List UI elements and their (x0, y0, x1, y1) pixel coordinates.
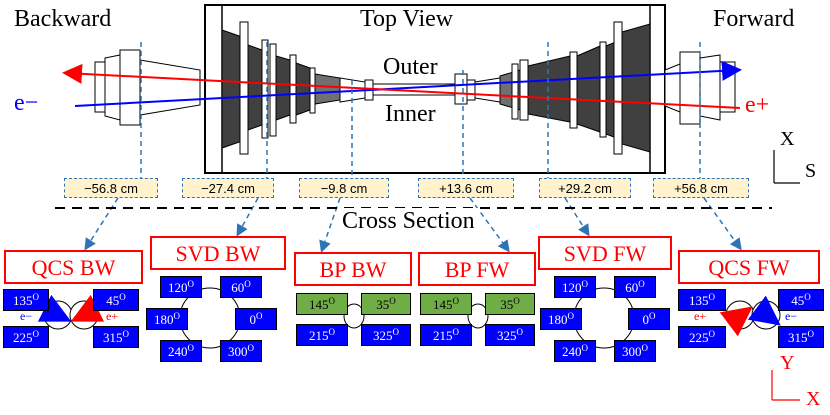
label-backward: Backward (14, 6, 112, 32)
sensor-60: 60O (220, 276, 262, 298)
magnet-225: 225O (3, 326, 49, 348)
axis-s: S (805, 160, 817, 182)
section-arrows (84, 197, 742, 253)
sensor-120: 120O (554, 276, 596, 298)
sensor-0: 0O (235, 308, 277, 330)
qcs-bw-circles (43, 300, 99, 330)
sensor-180: 180O (146, 308, 188, 330)
magnet-45: 45O (778, 289, 824, 311)
sensor-60: 60O (614, 276, 656, 298)
bp-bw-pipe (343, 303, 365, 329)
electron-beam (74, 60, 742, 107)
qcs-fw-circles (725, 300, 781, 330)
position-tag: +56.8 cm (653, 178, 749, 198)
positron-beam (62, 63, 741, 109)
section-title-qcs-bw: QCS BW (4, 250, 143, 284)
section-title-svd-bw: SVD BW (150, 236, 286, 270)
position-tag: +29.2 cm (539, 178, 631, 198)
qcs-fw-eplus-arrow (719, 306, 753, 337)
sensor-325: 325O (361, 324, 411, 346)
label-forward: Forward (713, 6, 795, 32)
position-tag: −27.4 cm (182, 178, 274, 198)
magnets-forward (499, 21, 651, 155)
qcs-bw-eminus-arrow (37, 294, 72, 322)
sensor-35: 35O (485, 293, 535, 315)
sensor-240: 240O (554, 340, 596, 362)
section-title-qcs-fw: QCS FW (678, 250, 820, 284)
bp-fw-pipe (467, 303, 489, 329)
magnet-135: 135O (3, 289, 49, 311)
sensor-0: 0O (628, 308, 670, 330)
sensor-145: 145O (296, 293, 348, 315)
qcs-bw-eplus-arrow (70, 294, 105, 322)
axes-xs (773, 150, 800, 184)
label-outer: Outer (383, 54, 438, 80)
magnets-backward (221, 21, 341, 155)
magnet-135: 135O (678, 289, 726, 311)
magnet-45: 45O (93, 289, 139, 311)
position-tag: −9.8 cm (299, 178, 389, 198)
label-e-minus: e− (14, 90, 39, 116)
label-top-view: Top View (360, 6, 454, 32)
sensor-215: 215O (296, 324, 348, 346)
sensor-145: 145O (420, 293, 472, 315)
qcs-fw-left-label: e+ (694, 309, 707, 323)
section-title-bp-bw: BP BW (294, 252, 412, 286)
sensor-180: 180O (540, 308, 582, 330)
sensor-325: 325O (485, 324, 535, 346)
sensor-300: 300O (220, 340, 262, 362)
axis-x-bottom: X (806, 388, 821, 410)
axis-y: Y (780, 352, 795, 374)
position-tag: −56.8 cm (64, 178, 158, 198)
qcs-fw-eminus-arrow (747, 295, 781, 326)
section-title-svd-fw: SVD FW (538, 236, 672, 270)
qcs-bw-left-label: e− (20, 309, 33, 323)
magnet-315: 315O (93, 326, 139, 348)
sensor-215: 215O (420, 324, 472, 346)
sensor-35: 35O (361, 293, 411, 315)
magnet-225: 225O (678, 326, 726, 348)
position-tag: +13.6 cm (418, 178, 514, 198)
qcs-bw-right-label: e+ (106, 309, 119, 323)
section-title-bp-fw: BP FW (418, 252, 536, 286)
sensor-300: 300O (614, 340, 656, 362)
beampipe-backward (94, 49, 201, 126)
axis-x-top: X (780, 128, 795, 150)
axes-yx (771, 370, 800, 401)
sensor-240: 240O (160, 340, 202, 362)
sensor-120: 120O (160, 276, 202, 298)
label-cross-section: Cross Section (338, 208, 479, 235)
label-e-plus: e+ (745, 92, 770, 118)
label-inner: Inner (385, 101, 436, 127)
magnet-315: 315O (778, 326, 824, 348)
position-lines (140, 42, 701, 178)
qcs-fw-right-label: e− (785, 309, 798, 323)
